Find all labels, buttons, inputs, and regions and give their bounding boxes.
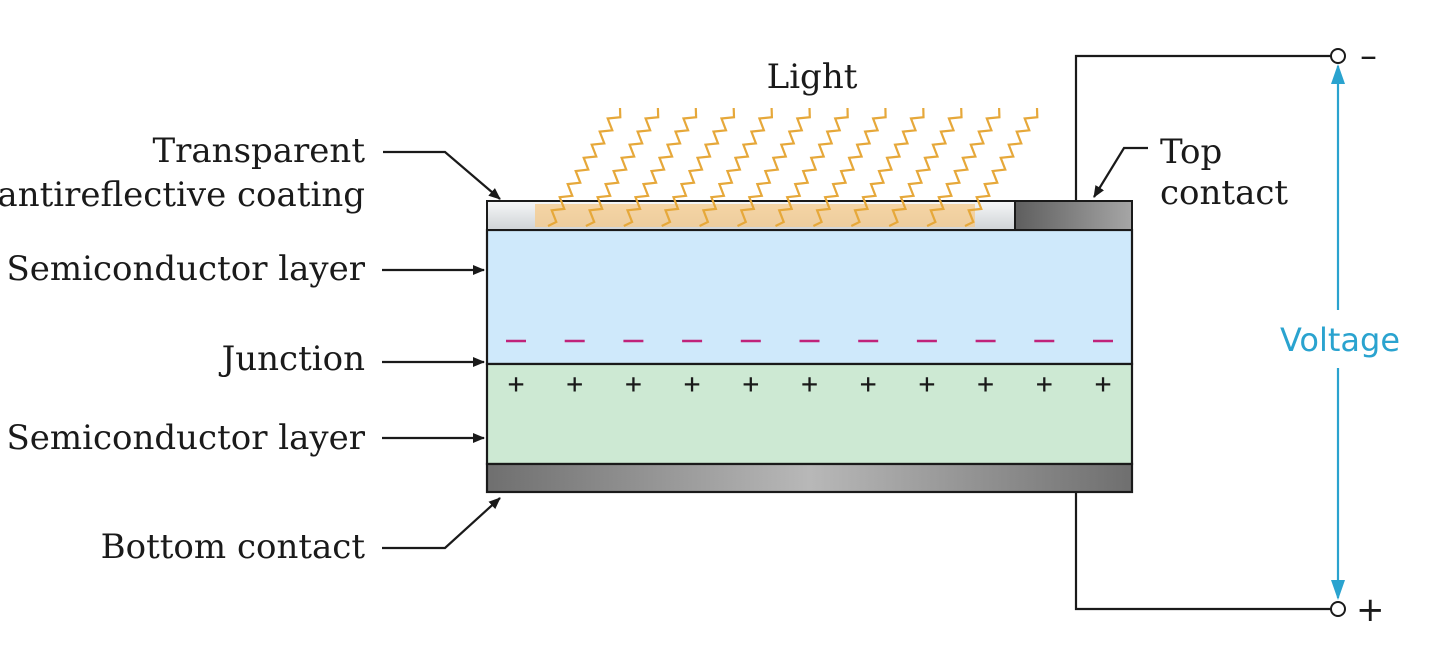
light-ray [964, 107, 1039, 227]
light-ray [699, 107, 774, 227]
light-ray [888, 107, 963, 227]
voltage-arrowhead-top [1331, 64, 1345, 84]
positive-charge: + [801, 367, 818, 400]
semiconductor-layer-top [485, 228, 1134, 366]
terminal-negative-sign: – [1360, 36, 1377, 76]
terminal-negative-node [1330, 48, 1346, 64]
positive-charge: + [742, 367, 759, 400]
light-ray [926, 107, 1001, 227]
positive-charge: + [625, 367, 642, 400]
positive-charges: + + + + + + + + + + + [508, 367, 1112, 400]
semiconductor-top-label: Semiconductor layer [6, 249, 365, 289]
light-ray [812, 107, 887, 227]
coating-leader [383, 150, 501, 200]
light-ray [661, 107, 736, 227]
positive-charge: + [566, 367, 583, 400]
positive-charge: + [508, 367, 525, 400]
positive-charge: + [918, 367, 935, 400]
light-ray [547, 107, 622, 227]
positive-charge: + [1095, 367, 1112, 400]
light-label: Light [767, 57, 858, 97]
terminal-positive-sign: + [1356, 590, 1385, 630]
positive-charge: + [684, 367, 701, 400]
top-contact-label-line2: contact [1160, 173, 1288, 213]
coating-label-line1: Transparent [152, 131, 365, 171]
voltage-label: Voltage [1280, 321, 1400, 359]
top-contact-leader [1093, 146, 1148, 198]
light-ray [775, 107, 849, 227]
positive-charge: + [1036, 367, 1053, 400]
light-ray [737, 107, 811, 227]
light-ray [623, 107, 698, 227]
bottom-contact [485, 462, 1134, 494]
top-wire [1074, 54, 1331, 201]
voltage-arrowhead-bottom [1331, 580, 1345, 600]
bottom-contact-label: Bottom contact [101, 527, 366, 567]
junction-label: Junction [219, 339, 365, 379]
positive-charge: + [860, 367, 877, 400]
coating-label-line2: antireflective coating [0, 175, 365, 215]
bottom-wire [1074, 492, 1331, 611]
semiconductor-layer-bottom [485, 362, 1134, 466]
positive-charge: + [977, 367, 994, 400]
top-contact-label-line1: Top [1160, 132, 1222, 172]
light-ray [850, 107, 925, 227]
light-ray [585, 107, 660, 227]
semiconductor-bottom-label: Semiconductor layer [6, 418, 365, 458]
terminal-positive-node [1330, 601, 1346, 617]
top-contact [1014, 200, 1133, 231]
bottom-contact-leader [382, 497, 501, 550]
light-rays [547, 107, 1039, 227]
